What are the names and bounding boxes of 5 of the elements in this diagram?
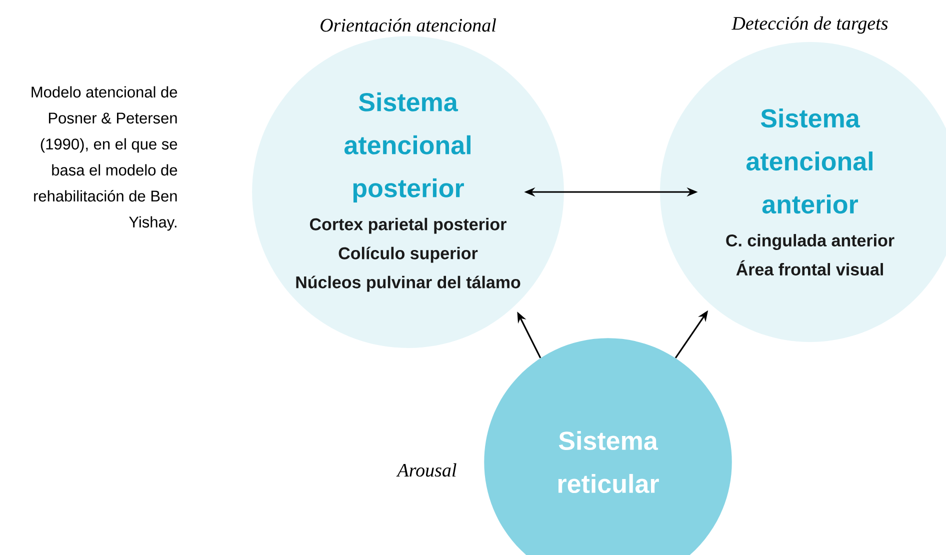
- note-text: Modelo atencional de Posner & Petersen (1990), en el que se basa el modelo de rehabilitación de Ben Yishay.: [32, 86, 178, 231]
- italic-caption: Detección de targets: [732, 16, 888, 34]
- circle-node: Sistema atencional posterior Cortex parietal posterior Colículo superior Núcleos pulvinar del tálamo: [252, 36, 564, 348]
- italic-caption: Arousal: [396, 463, 456, 477]
- italic-caption: Orientación atencional: [320, 18, 496, 32]
